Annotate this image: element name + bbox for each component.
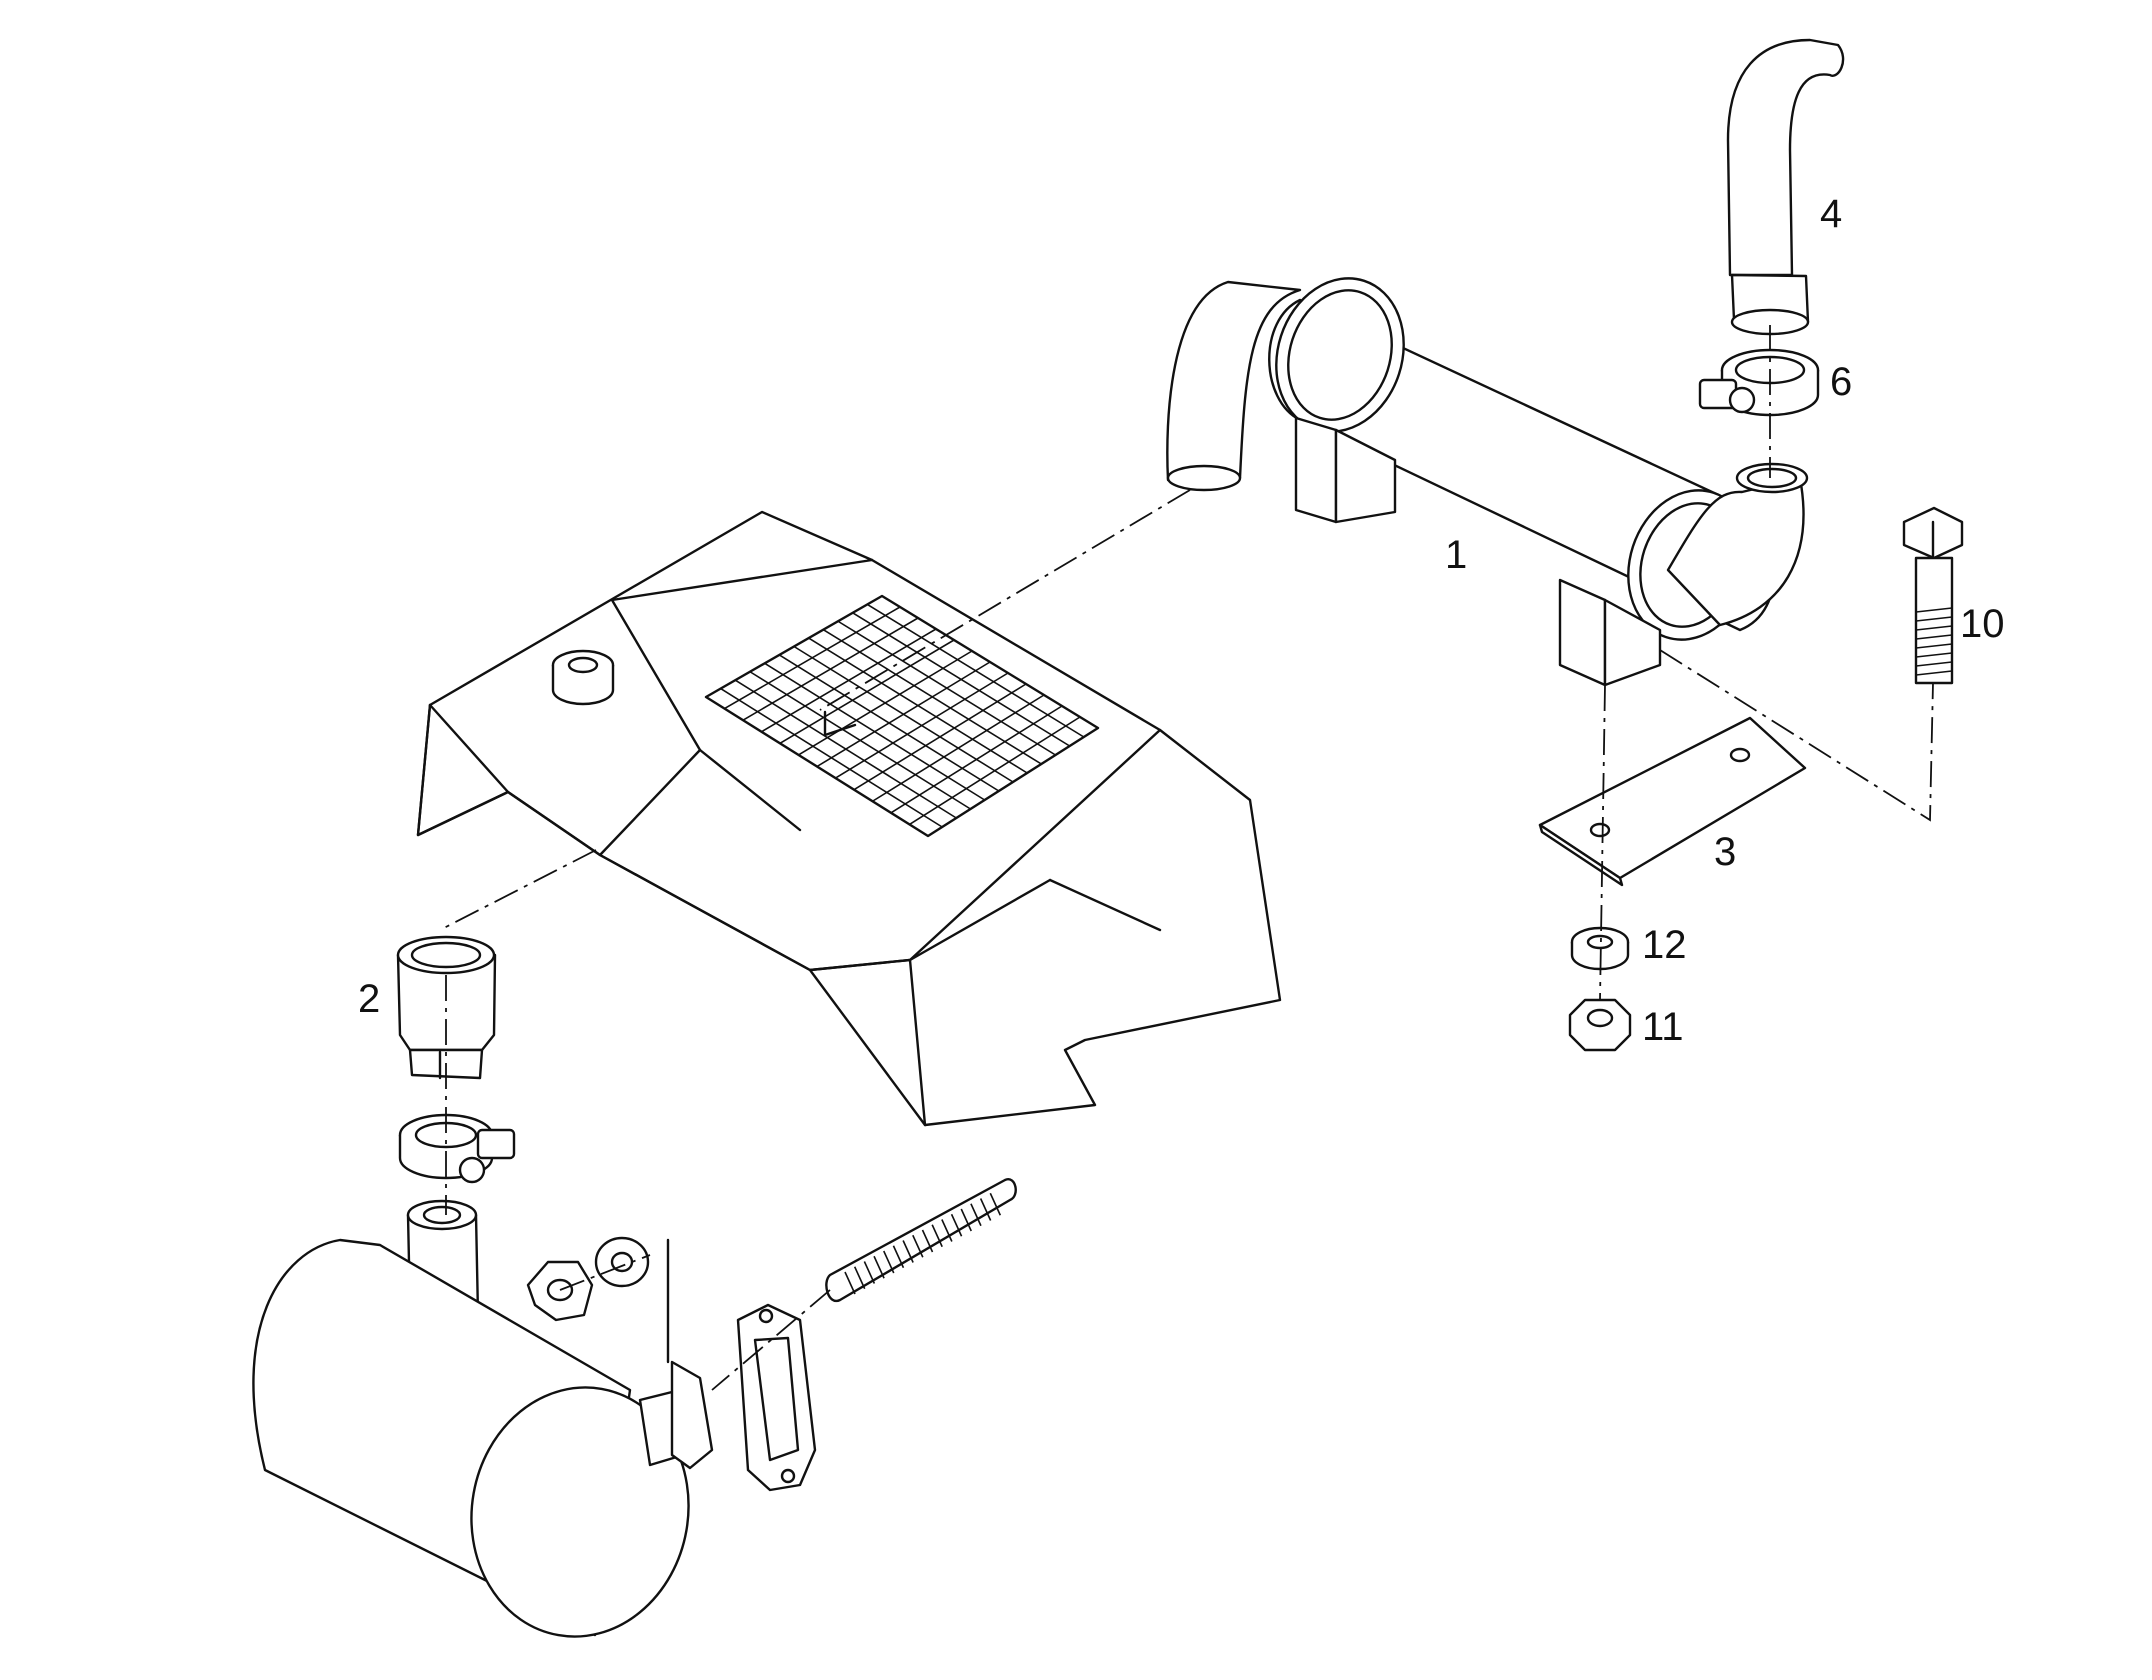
front-nut (526, 1260, 594, 1322)
mounting-plate-part-3 (1538, 716, 1807, 887)
nut-part-11 (1568, 998, 1632, 1052)
callout-4: 4 (1820, 192, 1842, 236)
hood-grille (704, 594, 1100, 838)
callout-6: 6 (1830, 360, 1852, 404)
adapter-part-2 (396, 935, 497, 1080)
callout-1: 1 (1445, 533, 1467, 577)
threaded-stud (825, 1178, 1017, 1303)
callout-3: 3 (1714, 830, 1736, 874)
lower-clamp (398, 1113, 516, 1184)
callout-2: 2 (358, 977, 380, 1021)
engine-hood (416, 510, 1282, 1127)
callout-11: 11 (1642, 1005, 1684, 1049)
clamp-part-6 (1698, 348, 1820, 417)
front-muffler (252, 1199, 714, 1638)
hood-cap (551, 649, 615, 706)
front-washer (594, 1236, 650, 1288)
callout-12: 12 (1642, 923, 1687, 967)
gasket (736, 1303, 817, 1492)
center-lines (439, 325, 1934, 1391)
callout-10: 10 (1960, 602, 2005, 646)
bolt-part-10 (1902, 506, 1964, 685)
tailpipe-part-4 (1726, 38, 1845, 336)
muffler-part-1 (1166, 277, 1809, 687)
